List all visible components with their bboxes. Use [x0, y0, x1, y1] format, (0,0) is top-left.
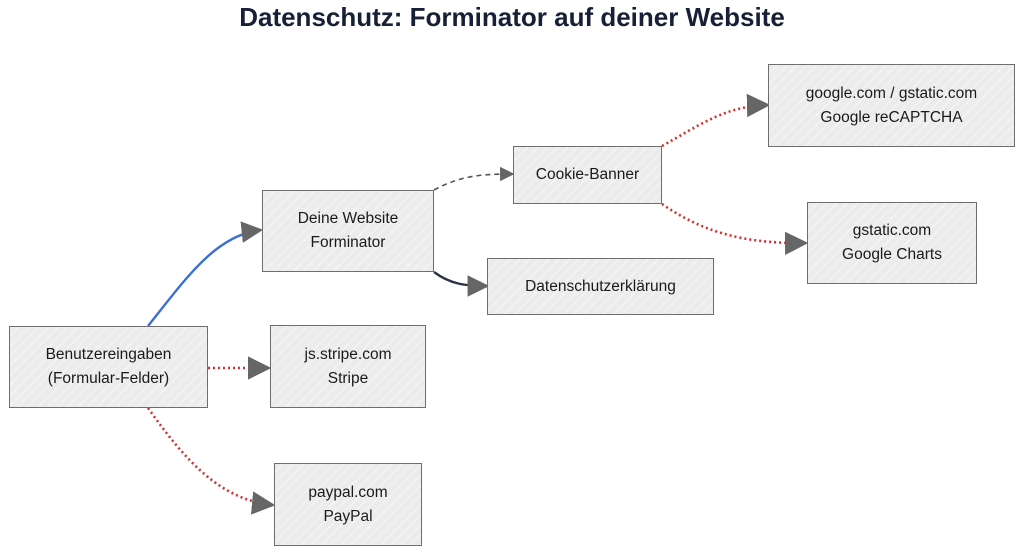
node-deine-website-line1: Deine Website [297, 210, 399, 227]
node-deine-website: Deine Website Forminator [262, 190, 434, 272]
node-benutzereingaben-line2: (Formular-Felder) [47, 370, 170, 387]
node-benutzereingaben-line1: Benutzereingaben [45, 346, 172, 363]
node-recaptcha: google.com / gstatic.com Google reCAPTCH… [768, 64, 1015, 147]
edge-cookie-charts [661, 202, 809, 256]
node-paypal-line2: PayPal [323, 507, 373, 525]
node-stripe-line2: Stripe [327, 369, 369, 387]
node-google-charts: gstatic.com Google Charts [807, 202, 977, 284]
node-benutzereingaben: Benutzereingaben (Formular-Felder) [9, 326, 208, 408]
node-cookie-banner: Cookie-Banner [513, 146, 662, 204]
node-paypal: paypal.com PayPal [274, 463, 422, 546]
node-google-charts-line2: Google Charts [842, 246, 942, 263]
node-recaptcha-line1: google.com / gstatic.com [805, 84, 978, 102]
edge-website-cookie [433, 166, 515, 191]
node-cookie-banner-line1: Cookie-Banner [535, 166, 640, 183]
node-stripe-line1: js.stripe.com [304, 345, 392, 363]
diagram-title: Datenschutz: Forminator auf deiner Websi… [239, 2, 785, 32]
edge-benutzer-website [147, 221, 264, 327]
node-stripe: js.stripe.com Stripe [270, 325, 426, 408]
node-google-charts-line1: gstatic.com [852, 222, 932, 239]
edge-benutzer-paypal [146, 407, 276, 515]
node-recaptcha-line2: Google reCAPTCHA [820, 108, 963, 126]
node-datenschutzerklaerung: Datenschutzerklärung [487, 258, 714, 315]
node-paypal-line1: paypal.com [308, 483, 388, 501]
edge-website-datenschutz [433, 271, 490, 297]
edge-cookie-recaptcha [661, 93, 771, 148]
node-deine-website-line2: Forminator [310, 234, 386, 251]
node-datenschutzerklaerung-line1: Datenschutzerklärung [525, 277, 676, 295]
